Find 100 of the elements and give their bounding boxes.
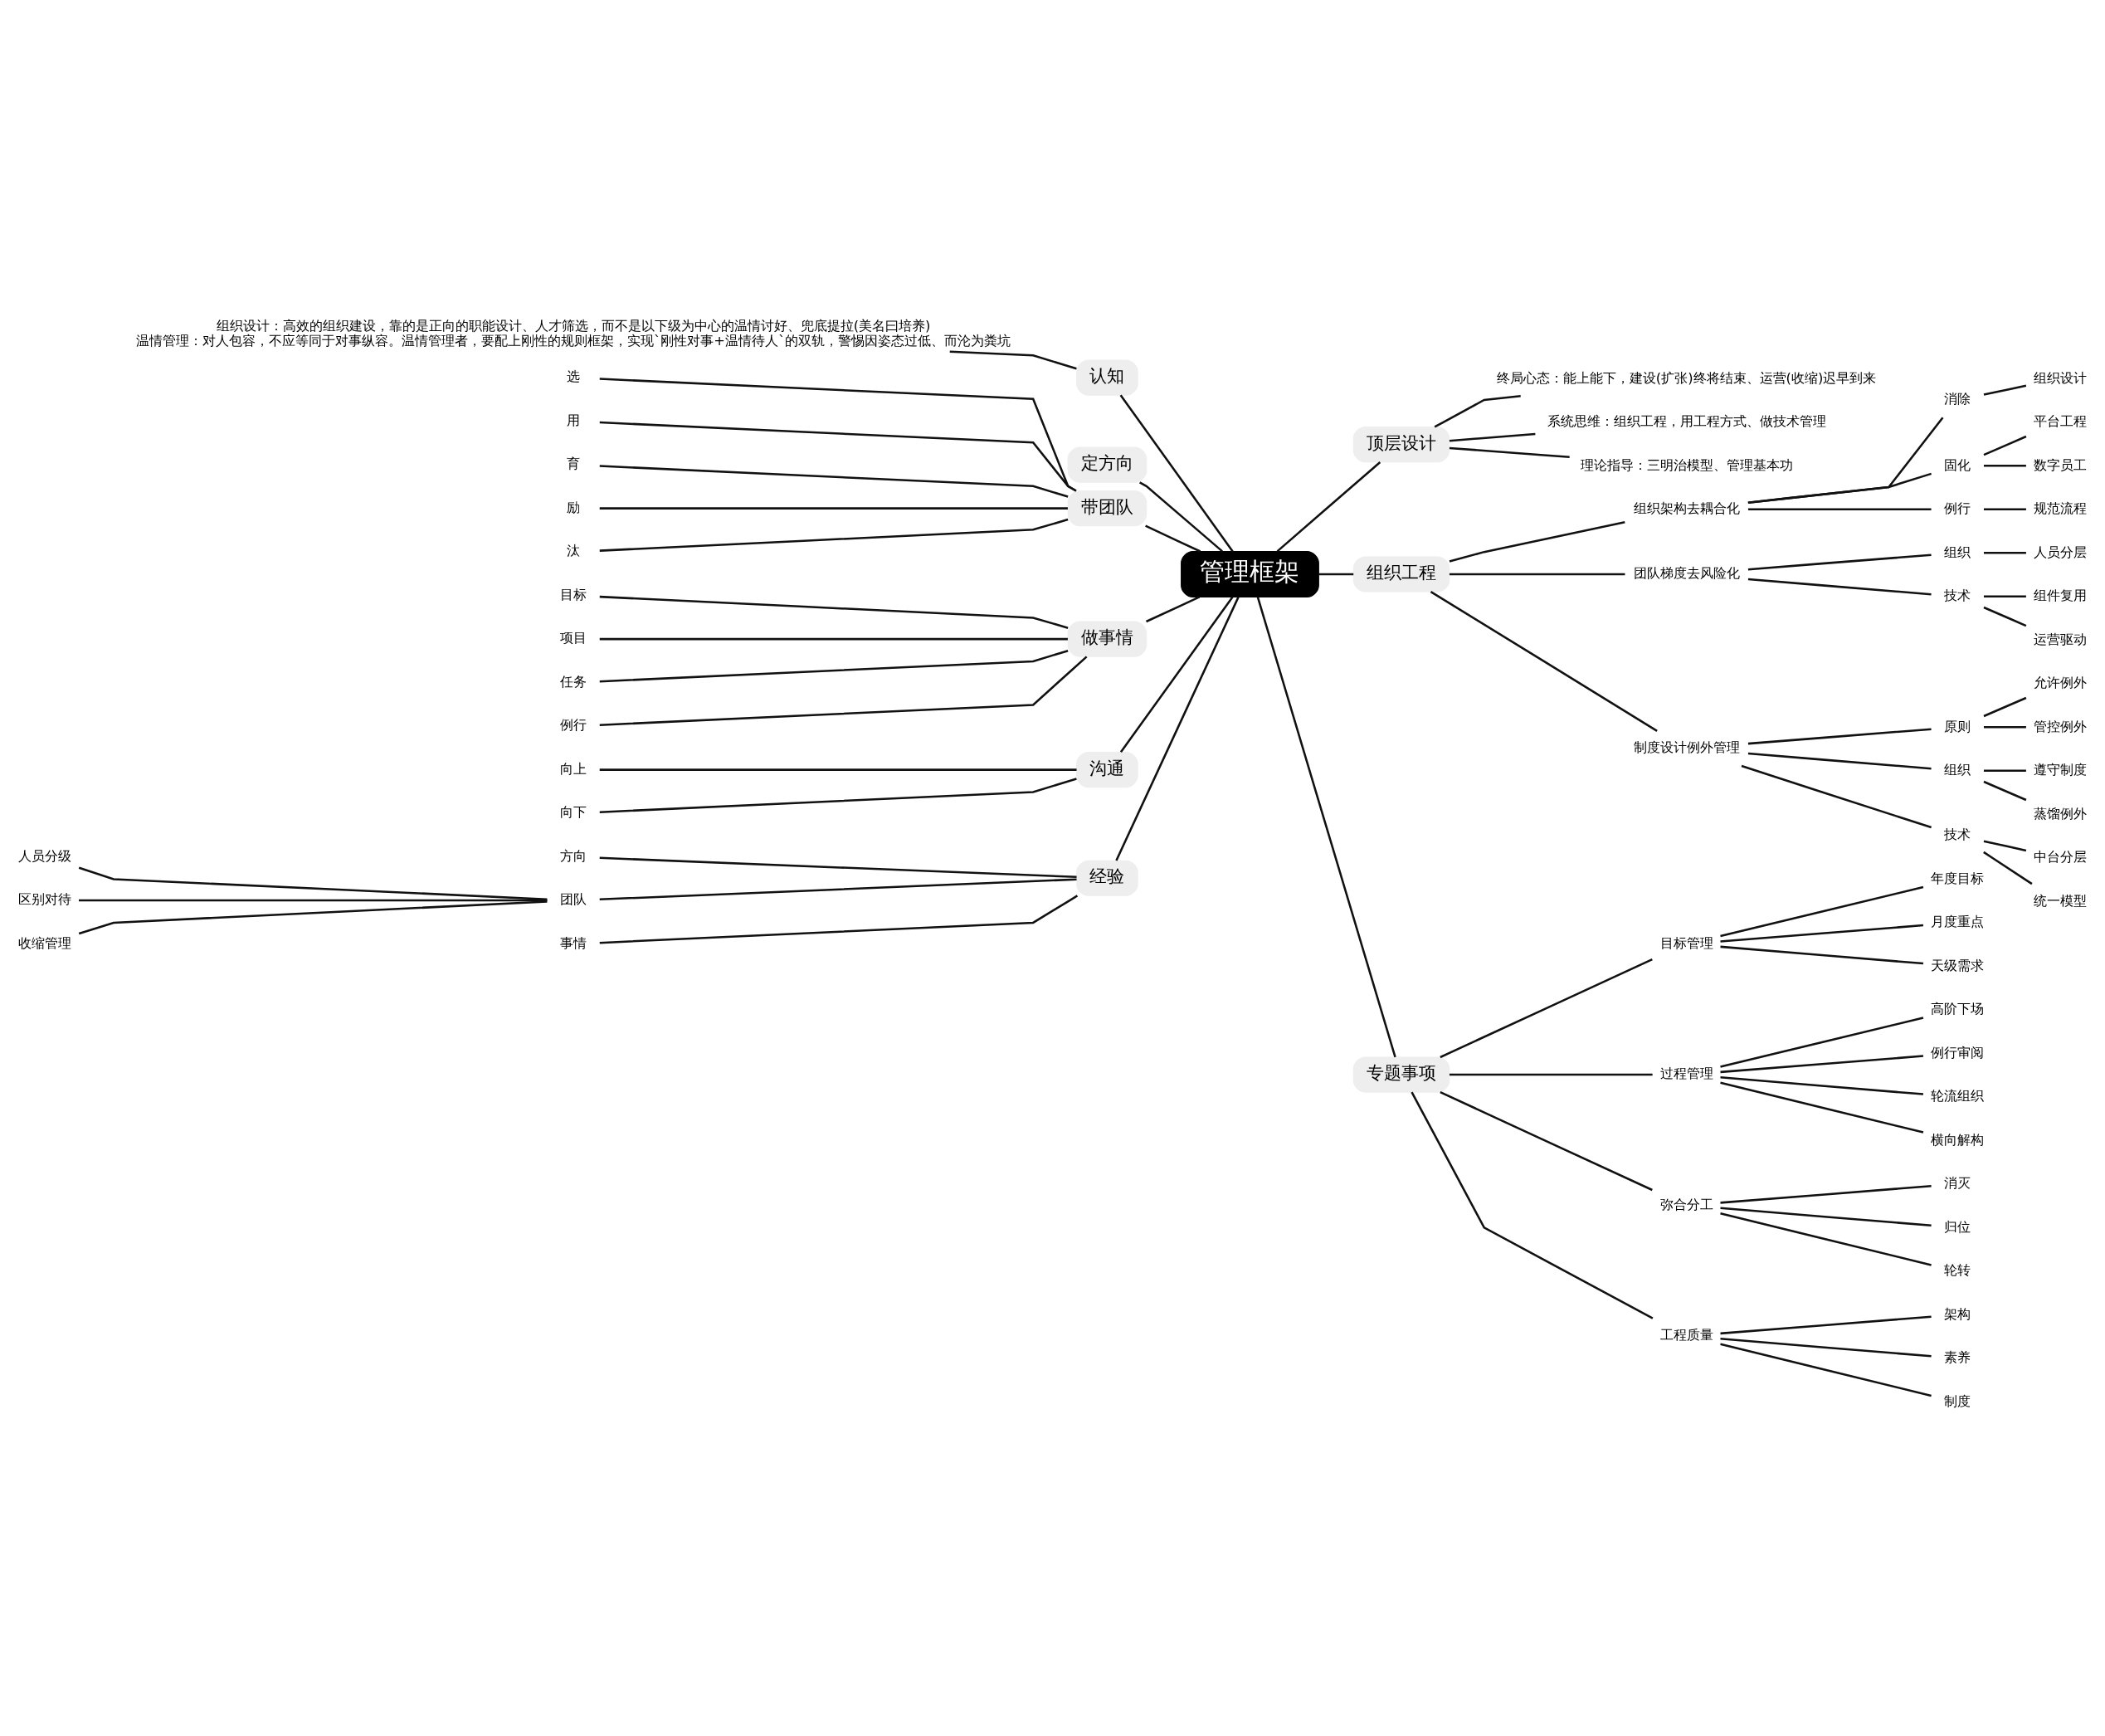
connector	[1747, 578, 1932, 596]
connector	[1440, 1090, 1653, 1192]
node-box: 顶层设计	[1352, 427, 1450, 463]
node-text: 固化	[1944, 456, 1971, 473]
connector	[1747, 417, 1944, 504]
connector	[1983, 726, 2026, 729]
connector	[1720, 1338, 1932, 1358]
connector	[1434, 395, 1521, 428]
connector	[1720, 1185, 1932, 1204]
connector	[1720, 1343, 1932, 1397]
node-text: 目标管理	[1659, 934, 1713, 951]
node-box: 认知	[1076, 359, 1138, 396]
node-text: 选	[567, 368, 581, 385]
node-text: 系统思维：组织工程，用工程方式、做技术管理	[1547, 413, 1826, 430]
connector	[1747, 553, 1932, 571]
node-text: 遵守制度	[2033, 762, 2087, 778]
connector	[1430, 590, 1658, 732]
node-text: 任务	[560, 673, 587, 690]
node-text: 团队	[560, 891, 587, 908]
connector	[599, 895, 1079, 944]
node-text: 弥合分工	[1659, 1196, 1713, 1212]
node-text: 人员分层	[2033, 544, 2087, 560]
node-text: 方向	[560, 847, 587, 864]
connector	[949, 350, 1077, 370]
node-text: 例行	[1944, 500, 1971, 517]
node-text: 高阶下场	[1931, 1001, 1985, 1017]
node-text: 架构	[1944, 1305, 1971, 1322]
connector	[1983, 384, 2027, 396]
connector	[1720, 885, 1924, 938]
node-text: 消灭	[1944, 1175, 1971, 1192]
node-text: 中台分层	[2033, 849, 2087, 866]
node-box: 经验	[1076, 860, 1138, 896]
node-text: 蒸馏例外	[2033, 805, 2087, 822]
connector	[78, 900, 548, 935]
connector	[1119, 596, 1234, 753]
node-text: 统一模型	[2033, 892, 2087, 909]
connector	[1983, 851, 2033, 885]
connector	[599, 878, 1077, 901]
node-text: 数字员工	[2033, 456, 2087, 473]
connector	[1720, 1315, 1932, 1335]
connector	[599, 656, 1088, 726]
node-text: 目标	[560, 586, 587, 602]
node-text: 轮流组织	[1931, 1088, 1985, 1105]
node-text: 素养	[1944, 1349, 1971, 1366]
node-text: 人员分级	[18, 847, 72, 864]
connector	[599, 637, 1068, 641]
connector	[1720, 1207, 1932, 1227]
node-text: 消除	[1944, 391, 1971, 407]
connector	[1145, 524, 1201, 553]
connector	[1983, 595, 2026, 598]
connector	[1747, 508, 1932, 511]
node-box: 定方向	[1067, 446, 1148, 483]
connector	[1720, 1081, 1924, 1134]
connector	[1983, 552, 2026, 554]
node-box: 组织工程	[1352, 556, 1450, 592]
connector	[599, 856, 1077, 879]
connector	[1720, 1212, 1932, 1266]
node-box: 做事情	[1067, 621, 1148, 657]
node-text: 轮转	[1944, 1262, 1971, 1279]
node-text: 例行审阅	[1931, 1044, 1985, 1061]
connector	[1139, 481, 1223, 553]
connector	[1983, 435, 2027, 456]
node-text: 团队梯度去风险化	[1633, 565, 1740, 582]
connector	[599, 518, 1069, 552]
node-text: 区别对待	[18, 891, 72, 908]
connector	[78, 866, 548, 900]
connector	[1720, 1055, 1924, 1074]
connector	[1411, 1091, 1654, 1319]
connector	[599, 421, 1077, 492]
node-text: 组织架构去耦合化	[1633, 500, 1740, 517]
node-text: 理论指导：三明治模型、管理基本功	[1580, 456, 1793, 473]
node-text: 汰	[567, 543, 581, 559]
connector	[1983, 465, 2026, 467]
node-text: 例行	[560, 717, 587, 734]
connector	[1256, 597, 1396, 1058]
connector	[1440, 958, 1653, 1059]
node-box: 带团队	[1067, 490, 1148, 527]
node-text: 技术	[1944, 827, 1971, 843]
node-text: 允许例外	[2033, 675, 2087, 691]
connector	[599, 465, 1069, 498]
node-text: 平台工程	[2033, 413, 2087, 430]
node-text: 运营驱动	[2033, 631, 2087, 647]
node-text: 制度设计例外管理	[1633, 739, 1740, 756]
node-text: 年度目标	[1931, 870, 1985, 886]
node-text: 组织设计：高效的组织建设，靠的是正向的职能设计、人才筛选，而不是以下级为中心的温情讨好、兜底提拉(美名曰培养) 温情管理：对人包容，不应等同于对事纵容。温情管理者，要配上刚性的规则框架，实现`刚性对事+温情待人`的双轨，警惕因姿态过低、而沦为粪坑	[136, 318, 1011, 349]
node-text: 励	[567, 499, 581, 515]
connector	[599, 378, 1077, 492]
connector	[1449, 432, 1536, 442]
connector	[1983, 780, 2027, 802]
connector	[1449, 573, 1625, 576]
node-text: 向下	[560, 804, 587, 821]
connector	[1720, 945, 1924, 965]
node-text: 制度	[1944, 1392, 1971, 1409]
connector	[1720, 1017, 1924, 1068]
node-text: 月度重点	[1931, 914, 1985, 930]
connector	[1983, 606, 2027, 627]
node-text: 原则	[1944, 718, 1971, 734]
node-text: 收缩管理	[18, 934, 72, 951]
node-box: 管理框架	[1181, 550, 1319, 597]
node-box: 沟通	[1076, 752, 1138, 788]
